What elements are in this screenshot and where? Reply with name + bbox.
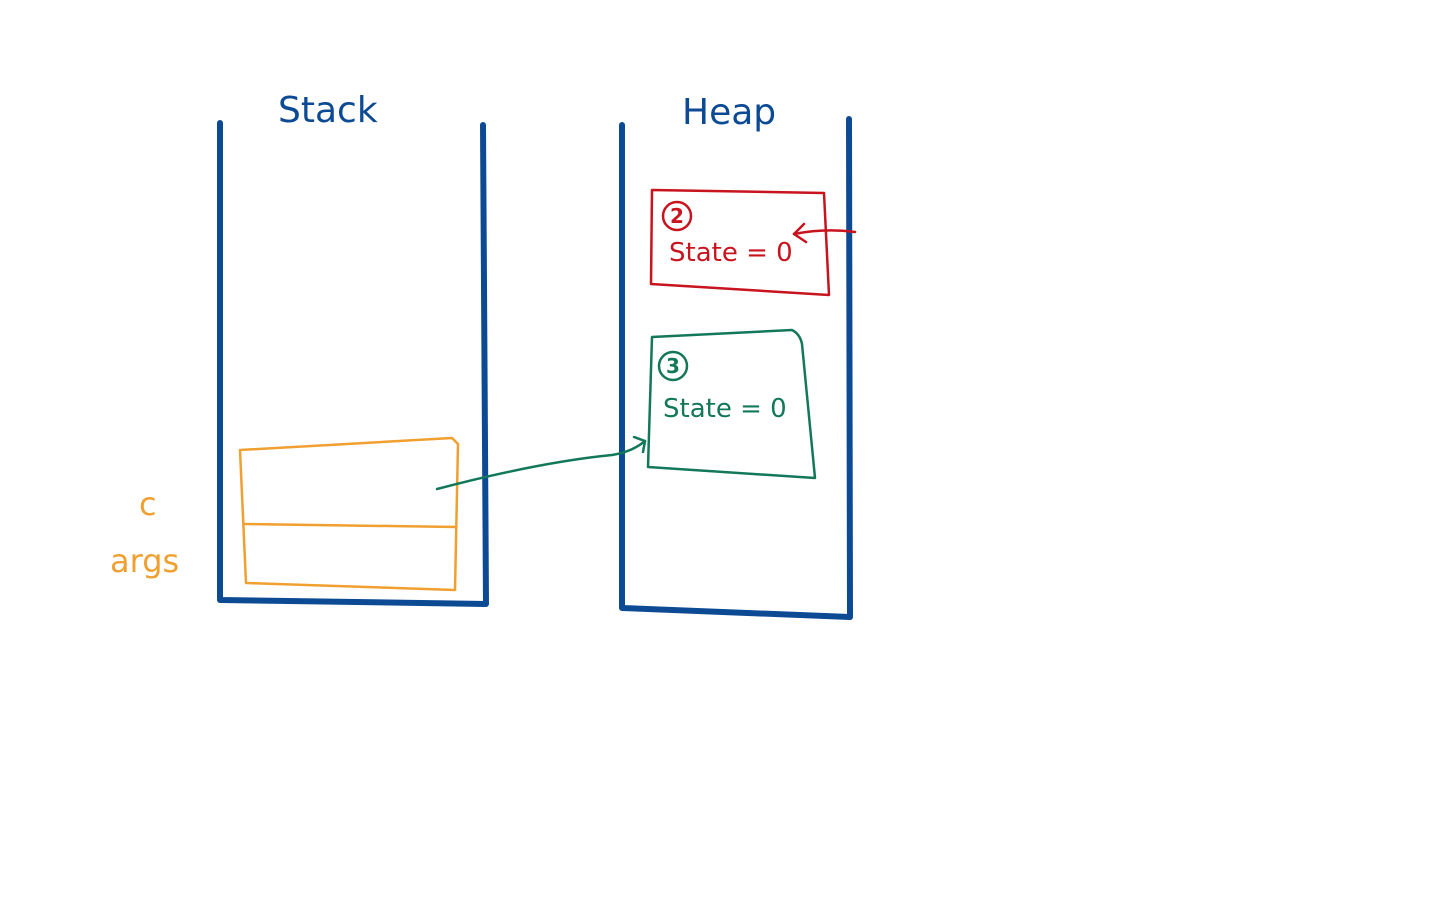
heap-container: Heap [619,92,853,620]
heap-object-2: 2 State = 0 [649,188,831,297]
stack-title: Stack [278,90,378,131]
arrow-line [435,439,647,491]
heap-object-3-box [646,328,817,480]
stack-frame-divider [242,522,458,529]
heap-outline [619,116,853,620]
heap-title: Heap [682,92,776,133]
heap-object-3-number: 3 [666,354,680,378]
arrow-head [632,435,647,454]
stack-frame: c args [110,436,460,592]
stack-frame-box [238,436,460,592]
arrow-line [792,229,857,236]
stack-label-args: args [110,542,179,580]
stack-outline [217,120,489,607]
heap-object-3-state: State = 0 [663,394,787,424]
heap-object-2-state: State = 0 [669,238,793,268]
reference-arrow-to-object-2 [792,222,857,244]
reference-arrow-to-object-3 [435,435,647,491]
heap-object-2-number: 2 [670,204,684,228]
heap-object-2-number-circle [661,200,693,232]
heap-object-3: 3 State = 0 [646,328,817,480]
stack-label-c: c [139,485,157,523]
stack-container: Stack [217,90,489,607]
arrow-head [792,222,808,244]
heap-object-3-number-circle [657,350,689,382]
heap-object-2-box [649,188,831,297]
